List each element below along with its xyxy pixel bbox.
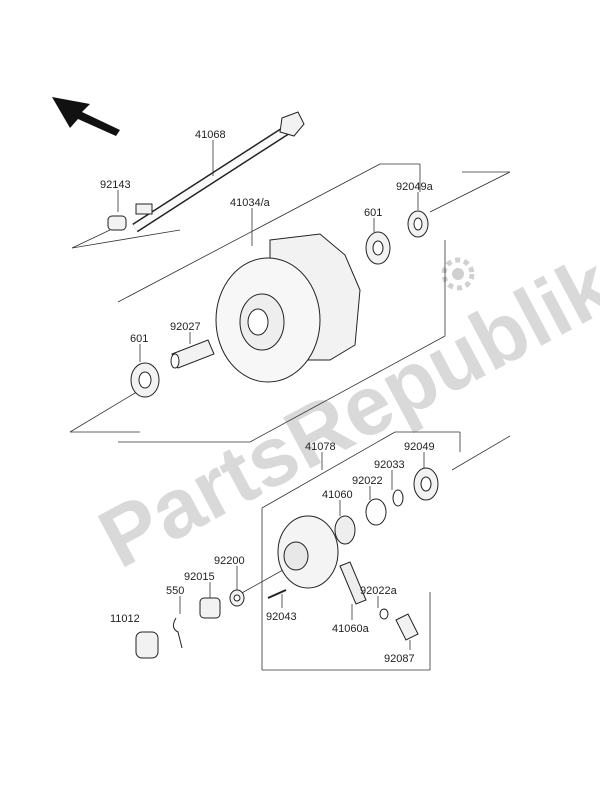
- label-41078: 41078: [305, 441, 336, 453]
- collar-part: [107, 203, 153, 231]
- label-601-top: 601: [364, 207, 382, 219]
- label-92043: 92043: [266, 611, 297, 623]
- label-11012: 11012: [110, 613, 140, 625]
- washer-92022a: [379, 608, 389, 620]
- label-601-left: 601: [130, 333, 148, 345]
- gear-watermark-icon: [441, 257, 475, 291]
- leader-lines: [117, 140, 425, 650]
- direction-arrow-icon: [52, 97, 120, 136]
- spacer-92027: [170, 339, 215, 369]
- label-92087: 92087: [384, 653, 415, 665]
- label-92022: 92022: [352, 475, 383, 487]
- gear-housing-part: [277, 515, 339, 589]
- label-92015: 92015: [184, 571, 215, 583]
- bearing-601-left: [130, 362, 160, 398]
- label-92049: 92049: [404, 441, 435, 453]
- oil-seal-92049a: [407, 210, 429, 238]
- cotter-pin-550: [172, 617, 183, 649]
- label-92033: 92033: [374, 459, 405, 471]
- gear-41060a: [339, 561, 367, 605]
- label-41034a: 41034/a: [230, 197, 271, 209]
- washer-92200: [229, 589, 245, 607]
- ring-92033: [392, 489, 404, 507]
- label-92143: 92143: [100, 179, 131, 191]
- wheel-hub-part: [215, 233, 361, 383]
- cap-11012: [135, 631, 159, 659]
- label-92200: 92200: [214, 555, 245, 567]
- pin-92043: [267, 589, 287, 599]
- axle-part: [132, 111, 305, 233]
- label-41068: 41068: [195, 129, 226, 141]
- part-labels: 41068 92143 41034/a 92049a 601 92027 601…: [100, 129, 435, 665]
- label-92027: 92027: [170, 321, 201, 333]
- oil-seal-92049: [413, 467, 439, 501]
- washer-92022: [365, 498, 387, 526]
- label-41060: 41060: [322, 489, 353, 501]
- label-41060a: 41060a: [332, 623, 370, 635]
- label-550: 550: [166, 585, 184, 597]
- nut-92015: [199, 597, 221, 619]
- gear-41060: [334, 515, 356, 545]
- label-92022a: 92022a: [360, 585, 398, 597]
- bushing-92087: [395, 613, 419, 641]
- label-92049a: 92049a: [396, 181, 434, 193]
- bearing-601-top: [365, 231, 391, 265]
- outline-lines: [69, 163, 511, 671]
